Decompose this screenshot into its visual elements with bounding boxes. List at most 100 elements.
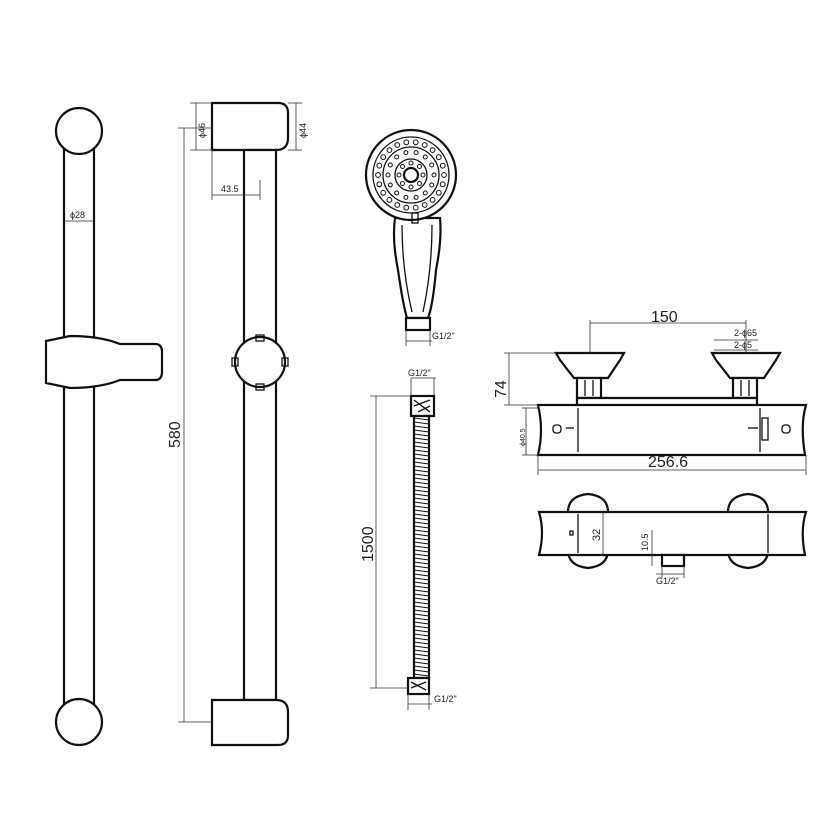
slide-rail-side-view: ϕ46 ϕ44 43.5 580 bbox=[167, 101, 308, 747]
rail-side-tube bbox=[242, 148, 278, 702]
hose-coil bbox=[413, 525, 430, 529]
rail-diameter-label: ϕ28 bbox=[70, 210, 85, 220]
hose-coil bbox=[413, 433, 430, 437]
hose-coil bbox=[413, 645, 430, 649]
valve-flange-left bbox=[554, 351, 626, 380]
spray-nozzle bbox=[417, 164, 422, 169]
slider-knob bbox=[233, 335, 287, 389]
slider-knob-tab-right bbox=[281, 357, 289, 367]
spray-nozzle bbox=[435, 154, 442, 161]
hose-coil bbox=[413, 657, 430, 661]
spray-ring-middle bbox=[382, 146, 440, 204]
hose-thread-bottom-label: G1/2" bbox=[434, 694, 457, 704]
hose-coil bbox=[413, 605, 430, 609]
hand-shower-handle bbox=[392, 216, 442, 320]
hose-coil bbox=[413, 501, 430, 505]
spray-nozzle bbox=[421, 202, 428, 208]
hose-coil bbox=[413, 421, 430, 425]
hose-coil bbox=[413, 625, 430, 629]
handle-contour bbox=[401, 224, 433, 313]
spray-nozzle bbox=[439, 181, 446, 188]
hose-coil bbox=[413, 629, 430, 633]
hose-coil bbox=[413, 477, 430, 481]
spray-nozzle bbox=[400, 181, 405, 186]
hose-coil bbox=[413, 665, 430, 669]
shower-hose: G1/2" G1/2" 1500 bbox=[360, 368, 457, 710]
valve-top-view: 32 10.5 G1/2" bbox=[537, 492, 808, 586]
hose-coil bbox=[413, 513, 430, 517]
hose-coil bbox=[413, 613, 430, 617]
hose-coil bbox=[413, 585, 430, 589]
hose-coil bbox=[413, 461, 430, 465]
spray-nozzle bbox=[376, 162, 383, 169]
spray-nozzle bbox=[396, 172, 402, 178]
spray-nozzle bbox=[385, 172, 391, 178]
spray-nozzle bbox=[394, 190, 400, 196]
wall-bracket-top bbox=[210, 101, 290, 152]
hose-coil bbox=[413, 517, 430, 521]
hose-coils bbox=[413, 417, 430, 677]
valve-body-length-label: 256.6 bbox=[648, 454, 688, 471]
hose-coil bbox=[413, 493, 430, 497]
spray-nozzle bbox=[429, 147, 436, 154]
valve-nut-left bbox=[575, 376, 603, 400]
hose-coil bbox=[413, 633, 430, 637]
spray-nozzle bbox=[387, 182, 393, 188]
spray-nozzle bbox=[441, 172, 447, 178]
hose-coil bbox=[413, 577, 430, 581]
spray-nozzle bbox=[394, 154, 400, 160]
hose-coil bbox=[413, 649, 430, 653]
spray-ring-inner bbox=[394, 158, 428, 192]
slide-bracket bbox=[44, 334, 164, 390]
wall-bracket-bottom bbox=[210, 698, 290, 747]
hose-coil bbox=[413, 425, 430, 429]
slider-knob-tab-bottom bbox=[255, 383, 265, 391]
hose-coil bbox=[413, 437, 430, 441]
valve-centers-label: 150 bbox=[651, 309, 678, 326]
hose-coil bbox=[413, 553, 430, 557]
hose-coil bbox=[413, 465, 430, 469]
spray-selector bbox=[411, 212, 419, 224]
spray-nozzle bbox=[380, 189, 387, 196]
spray-nozzle bbox=[413, 150, 419, 156]
hose-coil bbox=[413, 469, 430, 473]
hand-shower-connector bbox=[404, 316, 432, 332]
spray-ring-outer bbox=[372, 136, 450, 214]
spray-nozzle bbox=[408, 160, 414, 166]
spray-nozzle bbox=[421, 142, 428, 148]
hose-coil bbox=[413, 597, 430, 601]
rail-end-cap-bottom bbox=[54, 697, 104, 747]
spray-nozzle bbox=[413, 194, 419, 200]
valve-inlet-inner-label: 2-ϕ5 bbox=[734, 340, 752, 350]
spray-center bbox=[402, 166, 420, 184]
spray-nozzle bbox=[403, 150, 409, 156]
hose-coil bbox=[413, 521, 430, 525]
indicator-left bbox=[552, 424, 562, 434]
spray-nozzle bbox=[420, 172, 426, 178]
hose-coil bbox=[413, 505, 430, 509]
spray-nozzle bbox=[439, 162, 446, 169]
valve-top-body bbox=[537, 510, 808, 557]
indicator-right bbox=[781, 424, 791, 434]
hose-coil bbox=[413, 457, 430, 461]
spray-nozzle bbox=[386, 197, 393, 203]
top-marker bbox=[569, 530, 574, 536]
spray-nozzle bbox=[376, 181, 383, 188]
hose-coil bbox=[413, 589, 430, 593]
hose-coil bbox=[413, 653, 430, 657]
valve-outlet-thread-label: G1/2" bbox=[656, 576, 679, 586]
hose-coil bbox=[413, 473, 430, 477]
hose-coil bbox=[413, 561, 430, 565]
valve-inlet-outer-label: 2-ϕ65 bbox=[734, 328, 757, 338]
bracket-diameter-right-label: ϕ44 bbox=[298, 123, 308, 138]
spray-nozzle bbox=[422, 190, 428, 196]
hose-coil bbox=[413, 489, 430, 493]
hose-coil bbox=[413, 661, 430, 665]
hose-coil bbox=[413, 641, 430, 645]
hose-coil bbox=[413, 637, 430, 641]
rail-end-cap-top bbox=[54, 106, 104, 156]
rail-tube bbox=[62, 138, 96, 717]
hose-coil bbox=[413, 445, 430, 449]
nut-top-hatch bbox=[413, 399, 431, 413]
